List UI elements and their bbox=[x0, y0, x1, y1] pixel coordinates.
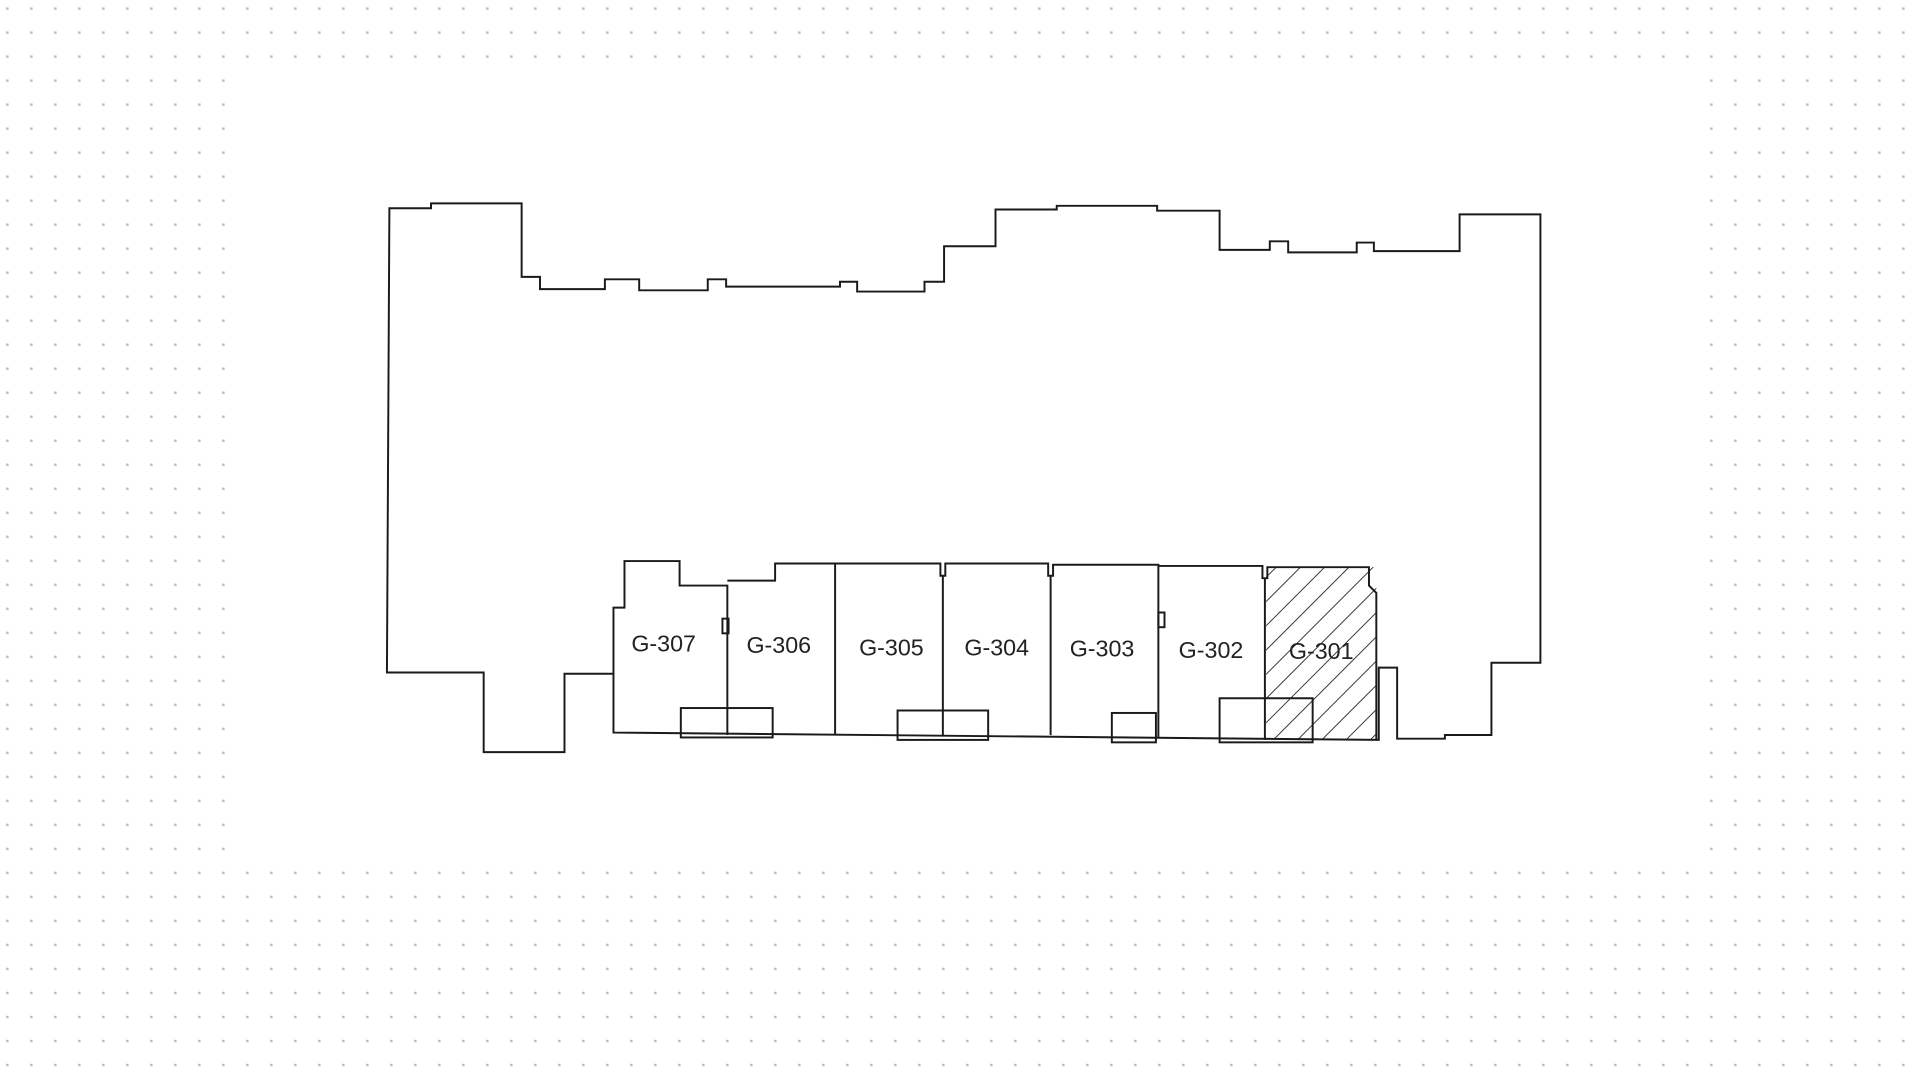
unit-label-g-307[interactable]: G-307 bbox=[631, 631, 696, 657]
unit-label-g-306[interactable]: G-306 bbox=[746, 632, 811, 658]
building-outline bbox=[385, 202, 1542, 754]
unit-g-301-hatch bbox=[1266, 567, 1377, 740]
unit-label-g-303[interactable]: G-303 bbox=[1070, 636, 1135, 662]
unit-label-g-301[interactable]: G-301 bbox=[1289, 638, 1354, 664]
unit-label-g-304[interactable]: G-304 bbox=[964, 634, 1029, 660]
unit-walls bbox=[612, 560, 1378, 744]
unit-label-g-302[interactable]: G-302 bbox=[1179, 637, 1244, 663]
unit-label-g-305[interactable]: G-305 bbox=[859, 634, 924, 660]
unit-labels: G-307 G-306 G-305 G-304 G-303 G-302 G-30… bbox=[631, 631, 1353, 664]
